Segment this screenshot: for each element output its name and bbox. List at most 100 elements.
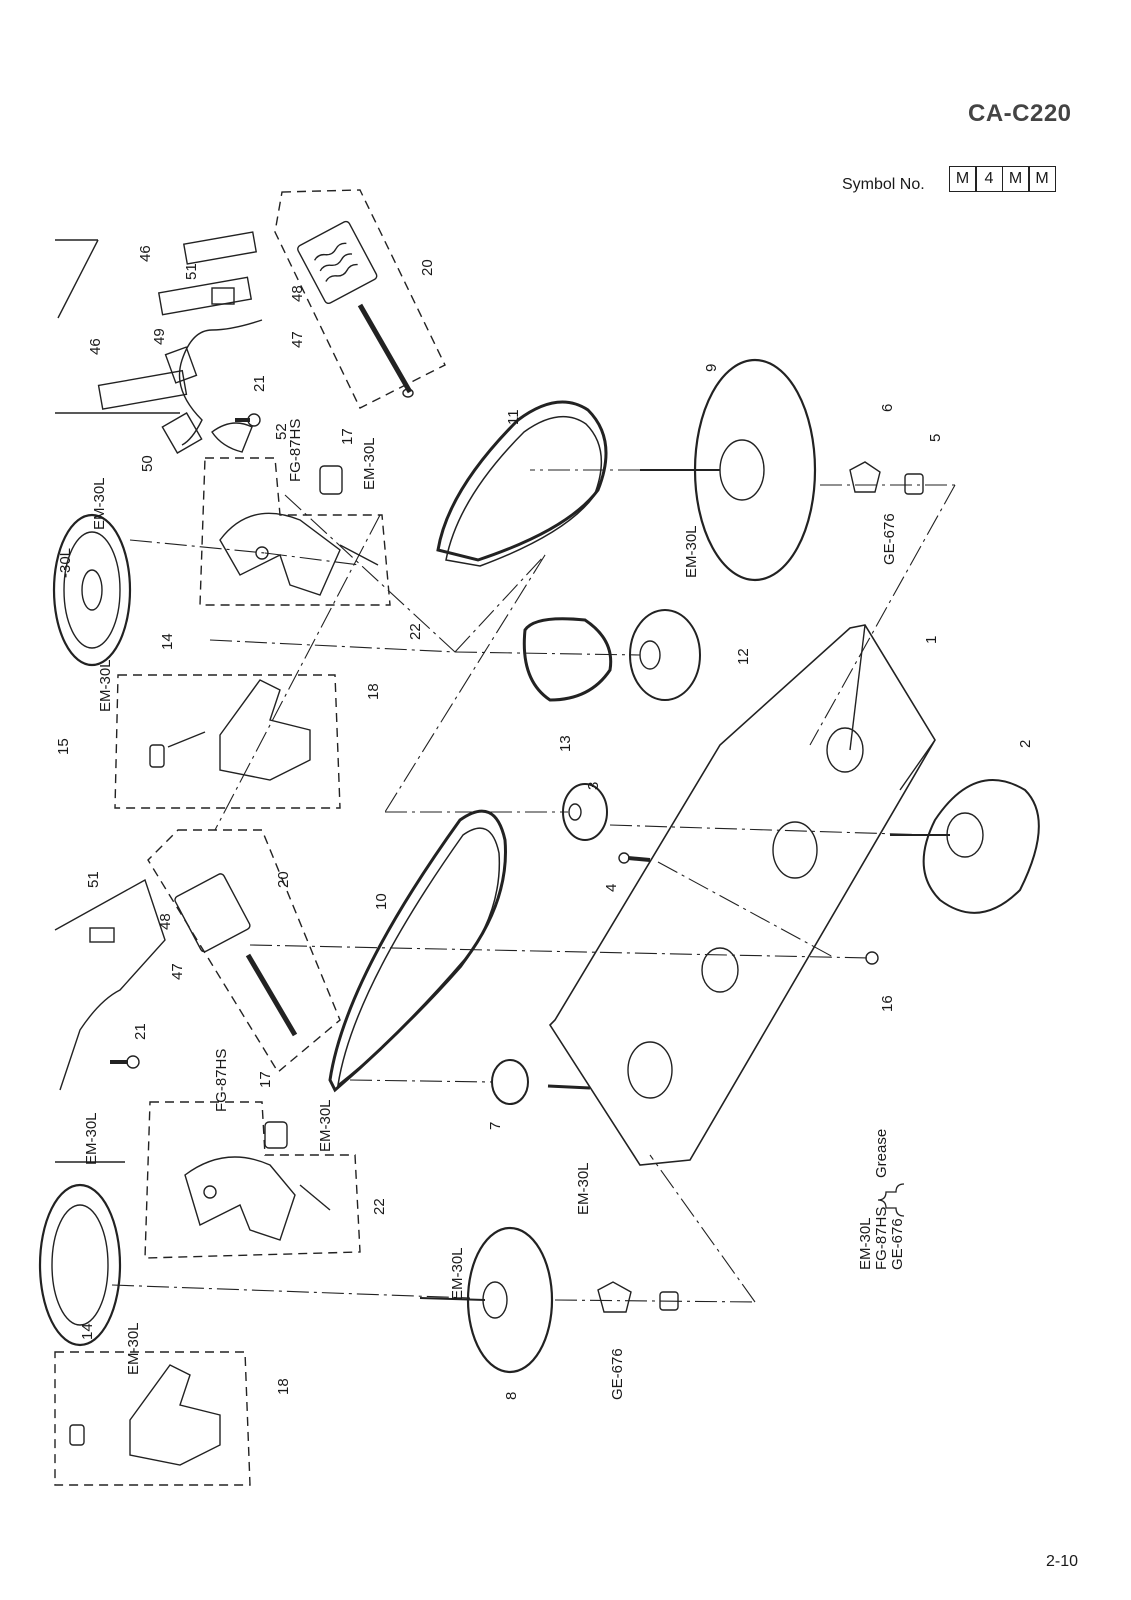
grease-em30l-upper-b: EM-30L bbox=[97, 659, 114, 712]
grease-fg87hs-lower: FG-87HS bbox=[213, 1049, 230, 1112]
page-number: 2-10 bbox=[1046, 1553, 1079, 1570]
label-21-upper: 21 bbox=[251, 375, 268, 392]
label-7: 7 bbox=[487, 1122, 504, 1130]
label-6-upper: 6 bbox=[879, 404, 896, 412]
frame-edge bbox=[57, 239, 99, 319]
part-labels: 1 2 3 4 5 6 7 8 9 10 11 12 13 14 14 15 1… bbox=[55, 245, 1034, 1400]
legend-ge676: GE-676 bbox=[889, 1218, 906, 1270]
symbol-label: Symbol No. bbox=[842, 176, 925, 193]
label-51-lower: 51 bbox=[85, 871, 102, 888]
reel-14-inner bbox=[63, 531, 121, 649]
belt-13 bbox=[522, 617, 613, 702]
motor-2-face bbox=[946, 812, 984, 858]
grease-em30l-lower-c: EM-30L bbox=[125, 1322, 142, 1375]
label-4: 4 bbox=[603, 884, 620, 892]
connector-48-lower bbox=[89, 927, 115, 943]
symbol-code-1: M bbox=[948, 166, 977, 192]
assembly-line bbox=[129, 539, 266, 554]
label-17-upper: 17 bbox=[339, 428, 356, 445]
shaft-end bbox=[402, 388, 414, 398]
label-2: 2 bbox=[1017, 740, 1034, 748]
screw-4-head bbox=[618, 852, 630, 864]
assembly-line bbox=[284, 494, 456, 653]
flywheel-8-shaft bbox=[419, 1297, 486, 1301]
assembly-line bbox=[264, 552, 361, 566]
symbol-code-2: 4 bbox=[975, 166, 1003, 192]
screw-16 bbox=[865, 951, 879, 965]
part-17-upper bbox=[319, 465, 343, 495]
symbol-code-3: M bbox=[1001, 166, 1030, 192]
grease-em30l-upper-partial: -30L bbox=[57, 548, 74, 578]
label-50: 50 bbox=[139, 455, 156, 472]
grease-em30l-screw7: EM-30L bbox=[575, 1162, 592, 1215]
brush-holder-46 bbox=[182, 231, 258, 265]
grease-em30l-lower-a: EM-30L bbox=[317, 1099, 334, 1152]
dashed-box-22-lower bbox=[144, 1101, 361, 1259]
chassis-edge bbox=[849, 624, 866, 751]
part-52 bbox=[211, 422, 253, 453]
reel-14-lower bbox=[38, 1183, 122, 1347]
label-17-lower: 17 bbox=[257, 1071, 274, 1088]
assembly-line bbox=[454, 554, 546, 653]
grease-em30l-flywheel9: EM-30L bbox=[683, 525, 700, 578]
label-52: 52 bbox=[273, 423, 290, 440]
part-17-lower bbox=[264, 1121, 288, 1149]
grease-em30l-lower-b: EM-30L bbox=[83, 1112, 100, 1165]
assembly-line bbox=[214, 514, 381, 831]
assembly-line bbox=[554, 1299, 756, 1303]
dashed-box-18-upper bbox=[114, 674, 341, 809]
assembly-line bbox=[454, 651, 641, 656]
part-49 bbox=[164, 346, 198, 384]
label-14-lower: 14 bbox=[79, 1323, 96, 1340]
spring-coil bbox=[313, 242, 358, 282]
label-51-upper: 51 bbox=[183, 263, 200, 280]
label-20-upper: 20 bbox=[419, 259, 436, 276]
part-50 bbox=[161, 412, 203, 454]
legend-em30l: EM-30L bbox=[857, 1217, 874, 1270]
reel-hub bbox=[81, 569, 103, 611]
part-6-lower bbox=[597, 1281, 632, 1313]
belt-11 bbox=[436, 400, 608, 562]
belt-11-inner bbox=[445, 415, 603, 567]
grease-ge676-lower: GE-676 bbox=[609, 1348, 626, 1400]
flywheel-8-hub bbox=[482, 1281, 508, 1319]
dashed-box-18-lower bbox=[54, 1351, 251, 1486]
assembly-line bbox=[249, 944, 871, 959]
label-48-lower: 48 bbox=[157, 913, 174, 930]
assembly-line bbox=[111, 1284, 471, 1299]
label-47-lower: 47 bbox=[169, 963, 186, 980]
part-6-upper bbox=[849, 461, 881, 493]
pin-lower bbox=[299, 1184, 331, 1211]
screw-7 bbox=[547, 1084, 591, 1090]
label-22-upper: 22 bbox=[407, 623, 424, 640]
label-14-upper: 14 bbox=[159, 633, 176, 650]
screw-4 bbox=[627, 856, 651, 862]
label-3: 3 bbox=[585, 782, 602, 790]
label-16: 16 bbox=[879, 995, 896, 1012]
assembly-line bbox=[209, 639, 456, 653]
chassis-mount bbox=[627, 1041, 673, 1099]
brush-holder-46 bbox=[97, 369, 188, 410]
label-20-lower: 20 bbox=[275, 871, 292, 888]
part-5-upper bbox=[904, 473, 924, 495]
label-8: 8 bbox=[503, 1392, 520, 1400]
assembly-line bbox=[349, 1079, 493, 1083]
motor-2 bbox=[922, 779, 1040, 914]
spring-15 bbox=[149, 744, 165, 768]
symbol-code-boxes: M 4 M M bbox=[948, 166, 1056, 192]
dashed-box-22-upper bbox=[199, 457, 391, 606]
lever-lower-pivot bbox=[203, 1185, 217, 1199]
shaft bbox=[357, 303, 413, 394]
brush-assembly-lower bbox=[54, 878, 166, 1091]
pulley-3-hub bbox=[568, 803, 582, 821]
shaft-lower bbox=[245, 953, 298, 1037]
belt-10-inner bbox=[336, 827, 501, 1087]
label-5-upper: 5 bbox=[927, 434, 944, 442]
symbol-code-4: M bbox=[1028, 166, 1056, 192]
assembly-line bbox=[657, 861, 836, 959]
spring-lower bbox=[69, 1424, 85, 1446]
lever-upper bbox=[219, 512, 341, 596]
screw-21-lower-head bbox=[126, 1055, 140, 1069]
legend-brace bbox=[877, 1183, 905, 1217]
assembly-line bbox=[649, 1154, 756, 1303]
